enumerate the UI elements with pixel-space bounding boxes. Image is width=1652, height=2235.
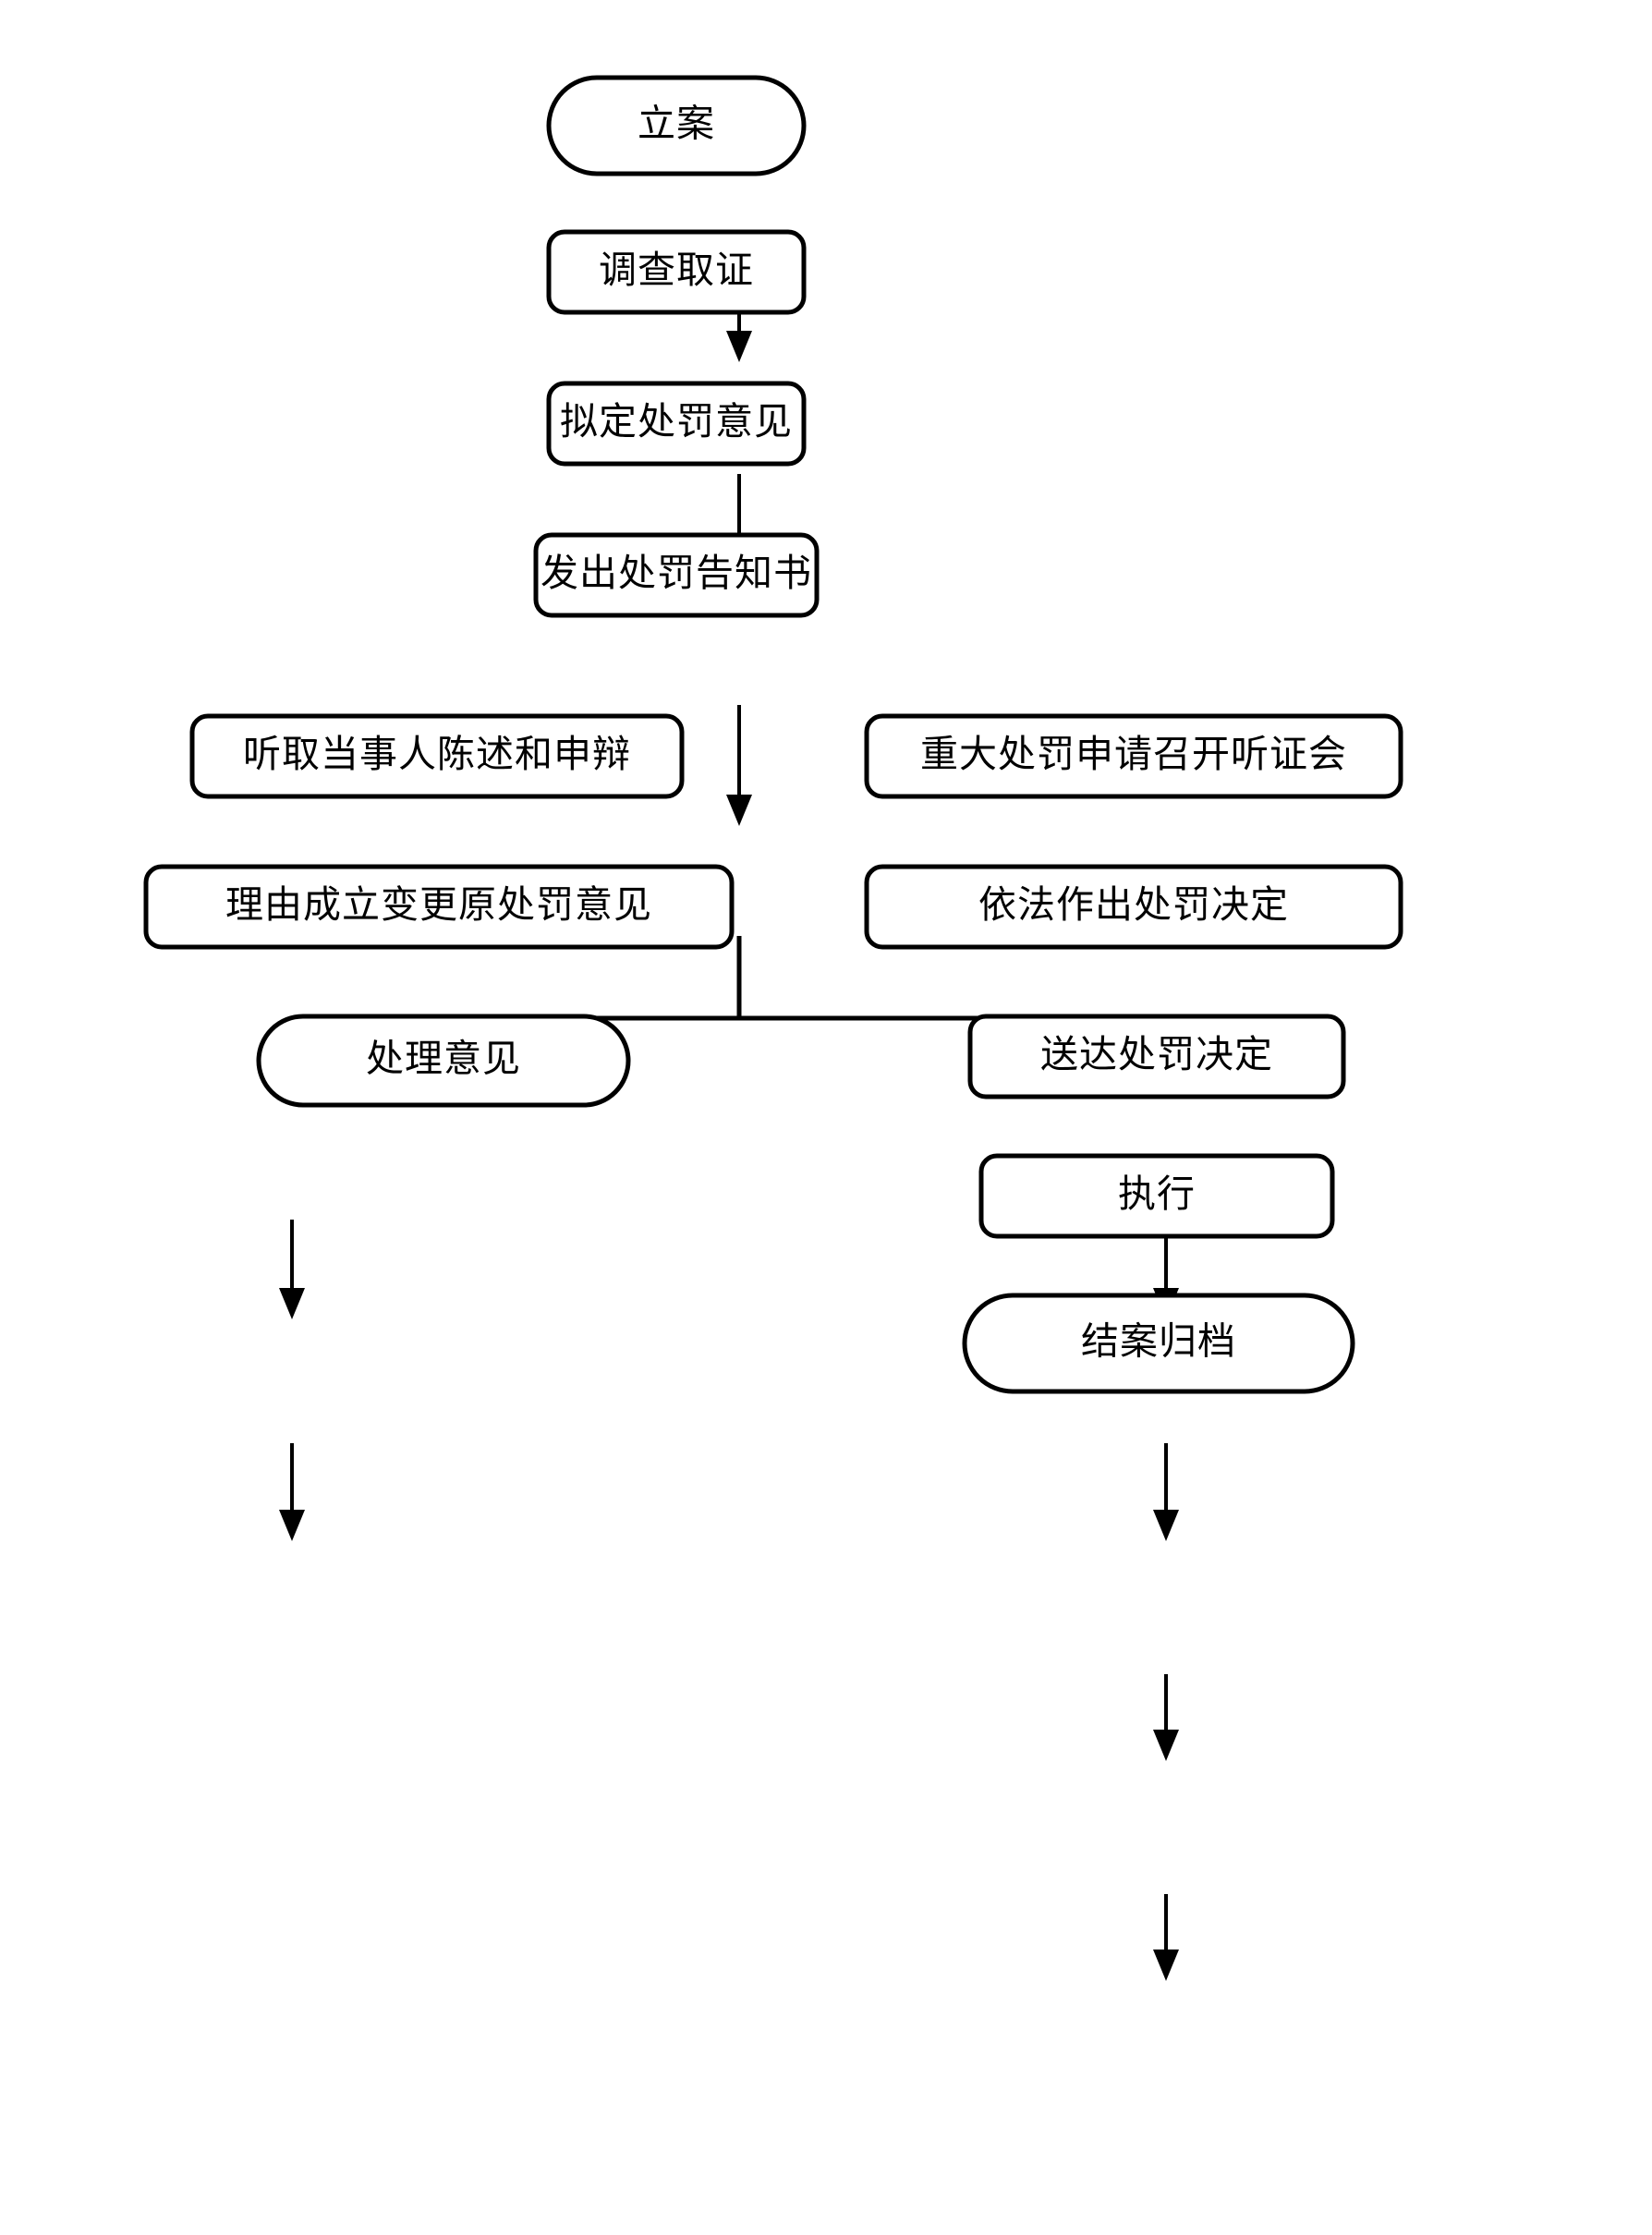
node-shape-rounded-rect bbox=[143, 864, 735, 950]
node-shape-stadium bbox=[962, 1293, 1355, 1394]
node-shape-rounded-rect bbox=[546, 229, 807, 315]
node-shape-rounded-rect bbox=[189, 713, 685, 799]
node-li-you-cheng-li-bian-geng-yuan-chu-fa-yi-jian[interactable]: 理由成立变更原处罚意见 bbox=[143, 864, 735, 950]
node-label: 立案 bbox=[638, 102, 715, 144]
node-diao-cha-qu-zheng[interactable]: 调查取证 bbox=[546, 229, 807, 315]
node-shape-rounded-rect bbox=[864, 713, 1403, 799]
node-label: 处理意见 bbox=[366, 1037, 521, 1079]
node-shape-rounded-rect bbox=[533, 532, 820, 618]
node-zhong-da-chu-fa-shen-qing-zhao-kai-ting-zheng-hui[interactable]: 重大处罚申请召开听证会 bbox=[864, 713, 1403, 799]
node-label: 执行 bbox=[1118, 1172, 1196, 1215]
edge-n10-n11 bbox=[1153, 1674, 1179, 1761]
node-yi-fa-zuo-chu-chu-fa-jue-ding[interactable]: 依法作出处罚决定 bbox=[864, 864, 1403, 950]
node-label: 重大处罚申请召开听证会 bbox=[920, 733, 1347, 775]
node-shape-rounded-rect bbox=[864, 864, 1403, 950]
node-song-da-chu-fa-jue-ding[interactable]: 送达处罚决定 bbox=[967, 1014, 1346, 1099]
node-label: 发出处罚告知书 bbox=[541, 552, 812, 594]
node-label: 听取当事人陈述和申辩 bbox=[243, 733, 631, 775]
node-zhi-xing[interactable]: 执行 bbox=[978, 1153, 1335, 1239]
node-ni-ding-chu-fa-yi-jian[interactable]: 拟定处罚意见 bbox=[546, 381, 807, 467]
edge-n5-n7 bbox=[279, 1220, 305, 1319]
node-fa-chu-chu-fa-gao-zhi-shu[interactable]: 发出处罚告知书 bbox=[533, 532, 820, 618]
edge-n11-n12 bbox=[1153, 1894, 1179, 1981]
node-shape-rounded-rect bbox=[546, 381, 807, 467]
node-label: 调查取证 bbox=[599, 249, 754, 291]
node-shape-rounded-rect bbox=[967, 1014, 1346, 1099]
node-jie-an-gui-dang[interactable]: 结案归档 bbox=[962, 1293, 1355, 1394]
node-chu-li-yi-jian[interactable]: 处理意见 bbox=[256, 1014, 631, 1108]
node-label: 理由成立变更原处罚意见 bbox=[225, 883, 652, 926]
node-ting-qu-dang-shi-ren-chen-shu-he-shen-bian[interactable]: 听取当事人陈述和申辩 bbox=[189, 713, 685, 799]
node-label: 依法作出处罚决定 bbox=[978, 883, 1289, 926]
node-label: 结案归档 bbox=[1081, 1319, 1236, 1362]
node-li-an[interactable]: 立案 bbox=[546, 75, 807, 176]
node-label: 拟定处罚意见 bbox=[560, 400, 793, 443]
node-label: 送达处罚决定 bbox=[1040, 1033, 1273, 1075]
node-shape-stadium bbox=[256, 1014, 631, 1108]
edge-n7-n9 bbox=[279, 1443, 305, 1541]
edge-n8-n10 bbox=[1153, 1443, 1179, 1541]
edge-n3-n4 bbox=[726, 705, 752, 826]
node-shape-stadium bbox=[546, 75, 807, 176]
node-shape-rounded-rect bbox=[978, 1153, 1335, 1239]
